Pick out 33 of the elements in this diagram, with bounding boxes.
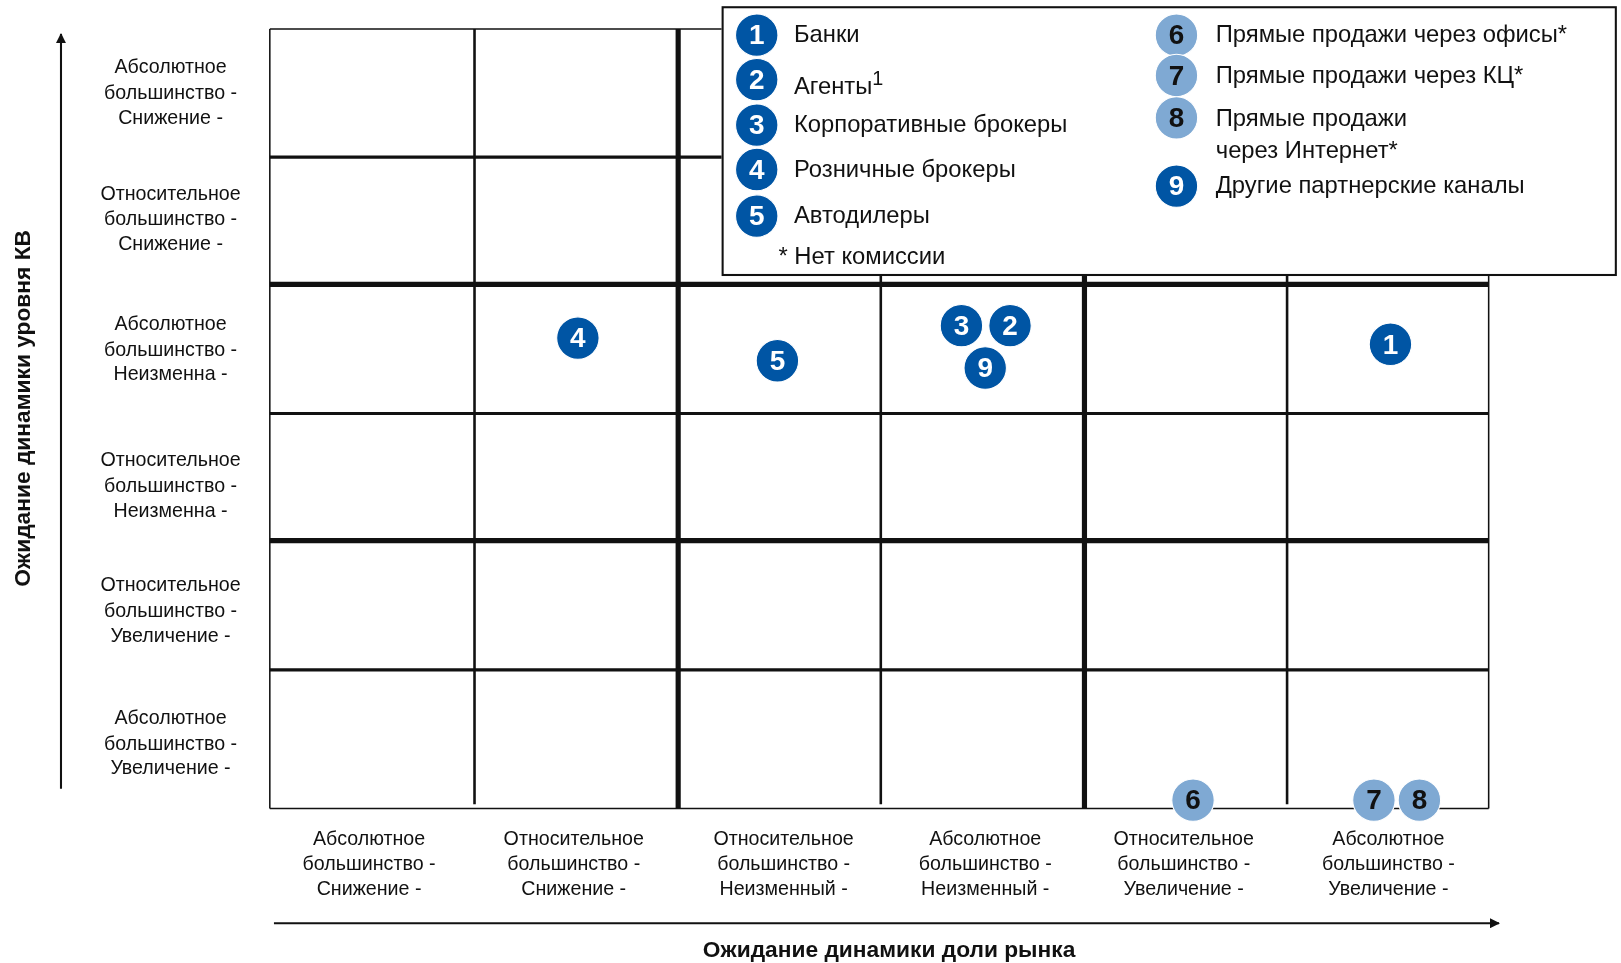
row-label: Относительное большинство - Увеличение - [99,572,242,649]
column-label: Относительное большинство - Увеличение - [1112,826,1255,902]
legend-text: Прямые продажи через Интернет* [1215,103,1409,166]
numbered-circle-marker: 2 [988,303,1032,348]
legend-text: Автодилеры [793,200,930,231]
numbered-circle-marker: 6 [1171,778,1215,822]
legend-text: Прямые продажи через офисы* [1215,19,1567,50]
column-label: Абсолютное большинство - Увеличение - [1320,826,1456,902]
column-label: Абсолютное большинство - Снижение - [301,826,437,902]
axis-title: Ожидание динамики доли рынка [702,937,1076,963]
legend-text: Прямые продажи через КЦ* [1215,60,1524,90]
numbered-circle-marker: 5 [755,339,800,383]
row-label: Относительное большинство - Снижение - [99,180,242,257]
numbered-circle-marker: 8 [1397,778,1442,822]
axis-title: Ожидание динамики уровня КВ [10,230,36,587]
row-label: Относительное большинство - Неизменна - [99,447,242,524]
numbered-circle-marker: 1 [1368,322,1413,366]
legend-text: Агенты$^{1}$ [793,66,884,101]
footnote: * Нет комиссии [778,240,946,271]
numbered-circle-marker: 4 [556,316,600,360]
column-label: Абсолютное большинство - Неизменный - [917,826,1053,902]
numbered-circle-marker: 3 [939,303,984,348]
column-label: Относительное большинство - Неизменный - [712,826,855,902]
row-label: Абсолютное большинство - Увеличение - [103,705,239,781]
legend-text: Банки [793,19,860,50]
legend-text: Розничные брокеры [793,154,1016,184]
numbered-circle-marker: 7 [1352,778,1396,822]
legend-text: Другие партнерские каналы [1215,170,1525,201]
numbered-circle-marker: 9 [963,346,1007,390]
row-label: Абсолютное большинство - Снижение - [103,54,239,131]
row-label: Абсолютное большинство - Неизменна - [103,311,239,387]
legend-text: Корпоративные брокеры [793,109,1068,140]
column-label: Относительное большинство - Снижение - [502,826,645,902]
